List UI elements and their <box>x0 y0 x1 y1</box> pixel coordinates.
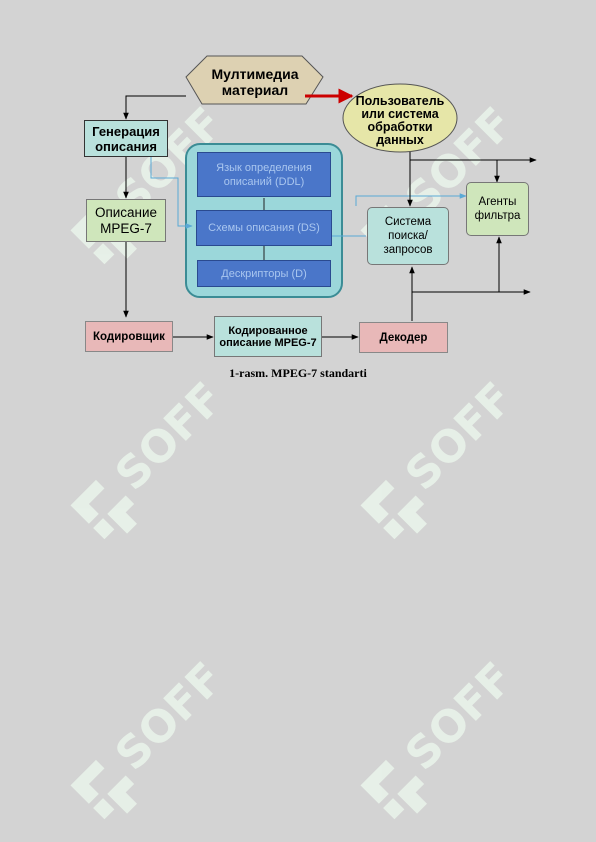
multimedia-label: Мултимедиа материал <box>196 62 314 102</box>
encoder-text: Кодировщик <box>93 330 165 343</box>
arrow-generation-to-ds <box>150 157 193 229</box>
description-box: Описание MPEG-7 <box>86 199 166 242</box>
generation-text: Генерация описания <box>92 123 160 154</box>
coded-box: Кодированное описание MPEG-7 <box>214 316 322 357</box>
agents-text: Агенты фильтра <box>474 196 521 222</box>
search-text: Система поиска/ запросов <box>383 216 433 256</box>
ds-box: Схемы описания (DS) <box>196 210 332 246</box>
ddl-box: Язык определения описаний (DDL) <box>197 152 331 197</box>
generation-box: Генерация описания <box>84 120 168 157</box>
figure-caption: 1-rasm. MPEG-7 standarti <box>229 366 367 380</box>
multimedia-shape <box>185 55 324 105</box>
search-box: Система поиска/ запросов <box>367 207 449 265</box>
encoder-box: Кодировщик <box>85 321 173 352</box>
ds-text: Схемы описания (DS) <box>208 222 320 234</box>
coded-text: Кодированное описание MPEG-7 <box>219 324 317 349</box>
multimedia-text: Мултимедиа материал <box>211 66 299 98</box>
decoder-text: Декодер <box>379 331 428 344</box>
agents-box: Агенты фильтра <box>466 182 529 236</box>
descriptors-box: Дескрипторы (D) <box>197 260 331 287</box>
arrow-search-to-agents <box>355 193 467 206</box>
descriptors-text: Дескрипторы (D) <box>221 267 307 280</box>
user-label: Пользователь или система обработки данны… <box>352 94 448 148</box>
user-shape <box>342 83 458 153</box>
user-text: Пользователь или система обработки данны… <box>355 94 445 147</box>
description-text: Описание MPEG-7 <box>94 204 158 236</box>
arrow-multimedia-to-generation <box>123 95 186 120</box>
decoder-box: Декодер <box>359 322 448 353</box>
ddl-text: Язык определения описаний (DDL) <box>216 161 312 188</box>
